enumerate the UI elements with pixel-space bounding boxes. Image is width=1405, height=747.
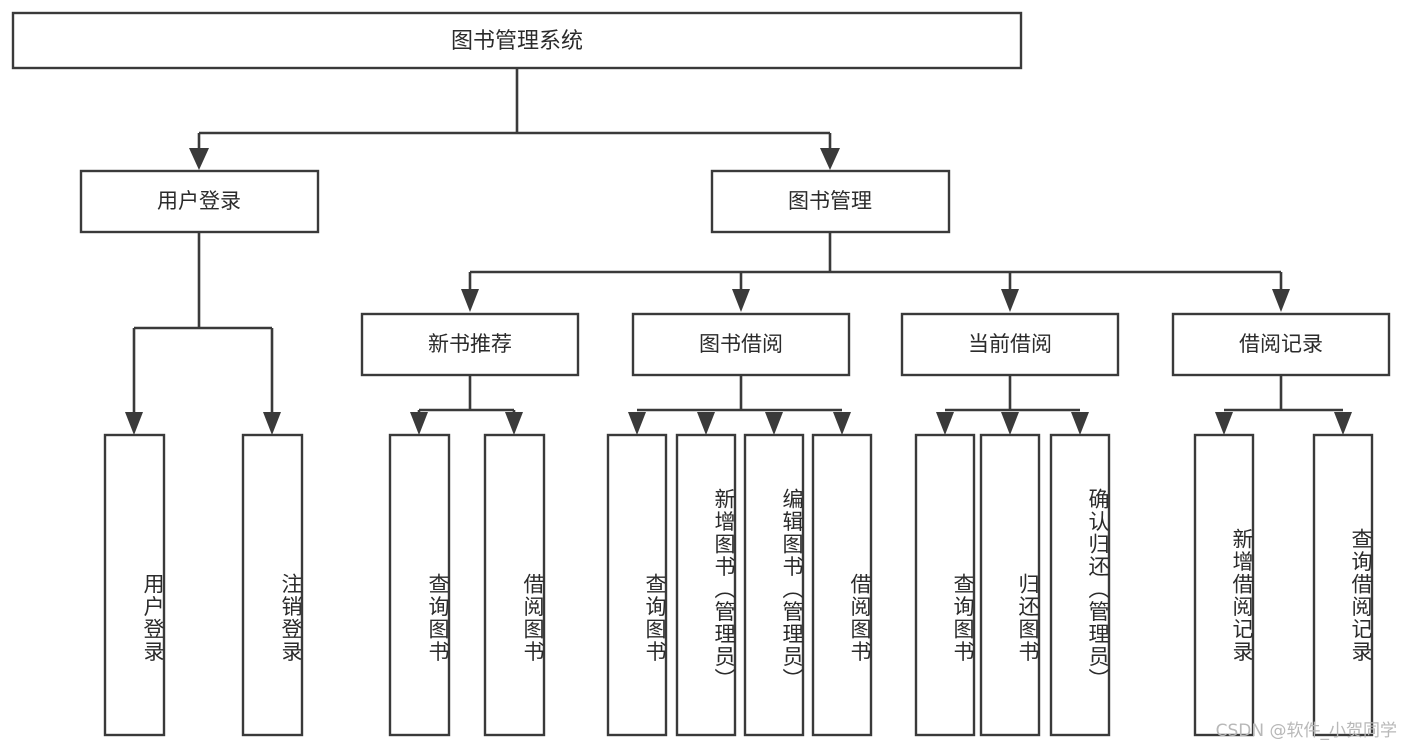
arrow-head-icon <box>1215 412 1233 435</box>
connector-group-user-login <box>125 232 281 435</box>
node-book-manage[interactable]: 图书管理 <box>710 169 951 234</box>
node-box-leaf-user-login[interactable] <box>103 433 166 737</box>
node-new-book-recommend[interactable]: 新书推荐 <box>360 312 580 377</box>
node-box-leaf-query-record[interactable] <box>1312 433 1374 737</box>
connector-group-new-book-recommend <box>410 375 523 435</box>
node-label-book-manage: 图书管理 <box>788 189 872 213</box>
node-box-leaf-add-book-admin[interactable] <box>675 433 737 737</box>
node-label-borrow-record: 借阅记录 <box>1239 332 1323 356</box>
arrow-head-icon <box>936 412 954 435</box>
connector-group-book-manage <box>461 232 1290 312</box>
connector-group-book-borrow <box>628 375 851 435</box>
node-user-login[interactable]: 用户登录 <box>79 169 320 234</box>
node-box-title-system[interactable] <box>11 11 1023 70</box>
arrow-head-icon <box>1001 412 1019 435</box>
node-box-leaf-edit-book-admin[interactable] <box>743 433 805 737</box>
arrow-head-icon <box>628 412 646 435</box>
arrow-head-icon <box>461 289 479 312</box>
arrow-head-icon <box>505 412 523 435</box>
node-book-borrow[interactable]: 图书借阅 <box>631 312 851 377</box>
node-label-user-login: 用户登录 <box>157 189 241 213</box>
arrow-head-icon <box>410 412 428 435</box>
node-box-leaf-borrow-book-1[interactable] <box>483 433 546 737</box>
node-box-book-borrow[interactable] <box>631 312 851 377</box>
arrow-head-icon <box>833 412 851 435</box>
arrow-head-icon <box>820 148 840 170</box>
node-box-leaf-logout[interactable] <box>241 433 304 737</box>
watermark-text: CSDN @软件_小贺同学 <box>1215 721 1397 741</box>
node-box-leaf-add-record[interactable] <box>1193 433 1255 737</box>
arrow-head-icon <box>1001 289 1019 312</box>
node-label-current-borrow: 当前借阅 <box>968 332 1052 356</box>
node-box-book-manage[interactable] <box>710 169 951 234</box>
node-title-system[interactable]: 图书管理系统 <box>11 11 1023 70</box>
node-box-current-borrow[interactable] <box>900 312 1120 377</box>
arrow-head-icon <box>1334 412 1352 435</box>
connector-group-current-borrow <box>936 375 1089 435</box>
arrow-head-icon <box>765 412 783 435</box>
node-box-leaf-borrow-book-2[interactable] <box>811 433 873 737</box>
node-box-user-login[interactable] <box>79 169 320 234</box>
arrow-head-icon <box>1071 412 1089 435</box>
arrow-head-icon <box>125 412 143 435</box>
arrow-head-icon <box>1272 289 1290 312</box>
node-box-borrow-record[interactable] <box>1171 312 1391 377</box>
node-label-title-system: 图书管理系统 <box>451 29 583 54</box>
node-box-leaf-query-book-1[interactable] <box>388 433 451 737</box>
arrow-head-icon <box>732 289 750 312</box>
node-box-leaf-confirm-return[interactable] <box>1049 433 1111 737</box>
node-current-borrow[interactable]: 当前借阅 <box>900 312 1120 377</box>
arrow-head-icon <box>189 148 209 170</box>
connector-group-borrow-record <box>1215 375 1352 435</box>
arrow-head-icon <box>697 412 715 435</box>
connector-group-root <box>189 68 840 170</box>
node-label-new-book-recommend: 新书推荐 <box>428 332 512 356</box>
node-borrow-record[interactable]: 借阅记录 <box>1171 312 1391 377</box>
arrow-head-icon <box>263 412 281 435</box>
node-label-book-borrow: 图书借阅 <box>699 332 783 356</box>
node-box-leaf-query-book-3[interactable] <box>914 433 976 737</box>
node-box-leaf-return-book[interactable] <box>979 433 1041 737</box>
node-box-new-book-recommend[interactable] <box>360 312 580 377</box>
node-box-leaf-query-book-2[interactable] <box>606 433 668 737</box>
